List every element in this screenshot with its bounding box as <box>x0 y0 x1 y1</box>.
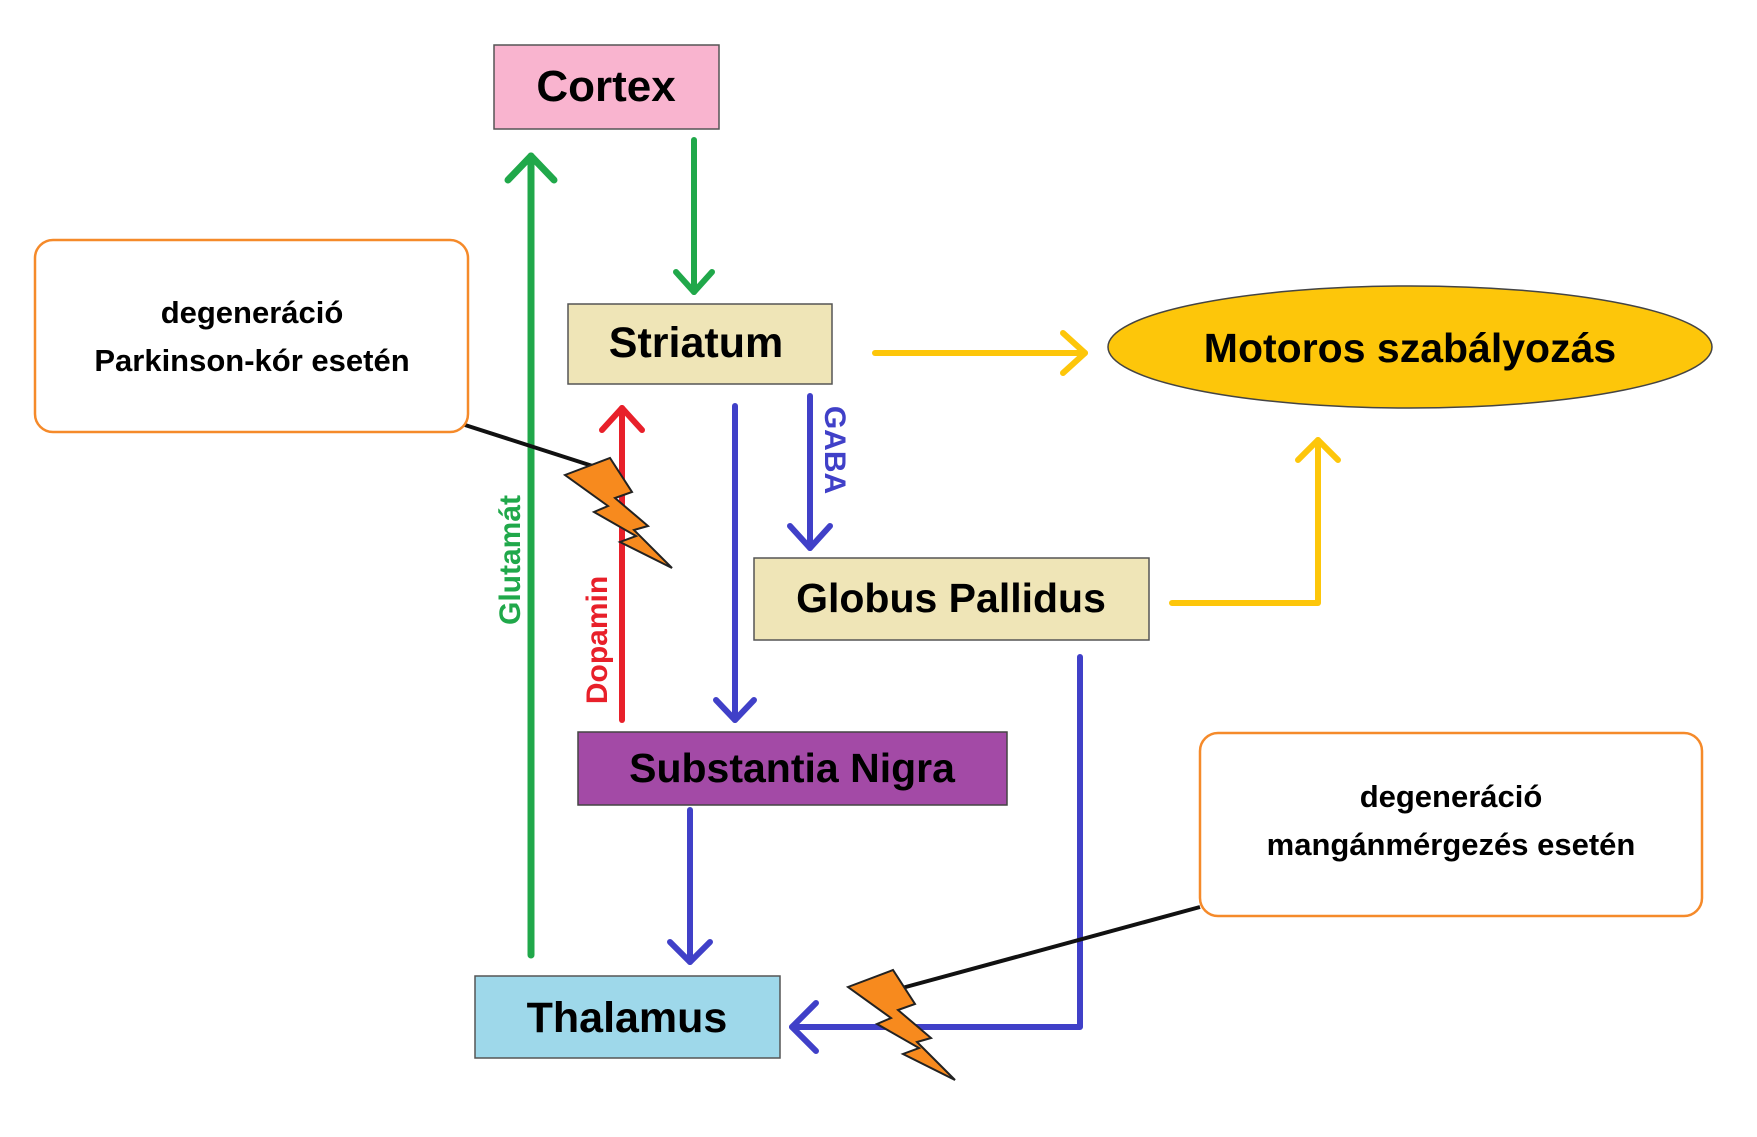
svg-text:mangánmérgezés esetén: mangánmérgezés esetén <box>1267 827 1636 862</box>
node-substantia-nigra: Substantia Nigra <box>577 731 1008 806</box>
arrow-cortex-to-striatum <box>673 137 715 295</box>
label-dopamine: Dopamin <box>581 576 614 704</box>
node-striatum: Striatum <box>567 303 833 385</box>
svg-text:Globus Pallidus: Globus Pallidus <box>796 575 1106 621</box>
svg-text:degeneráció: degeneráció <box>1360 779 1543 814</box>
svg-text:Thalamus: Thalamus <box>527 994 728 1042</box>
lightning-icon-parkinson <box>562 456 673 569</box>
arrow-striatum-to-substantia-nigra <box>713 403 757 723</box>
arrow-striatum-to-motor-control <box>872 330 1088 376</box>
svg-text:Cortex: Cortex <box>536 62 676 111</box>
node-motor-control: Motoros szabályozás <box>1107 285 1713 409</box>
node-globus-pallidus: Globus Pallidus <box>753 557 1150 641</box>
svg-text:Motoros szabályozás: Motoros szabályozás <box>1204 325 1616 371</box>
label-gaba: GABA <box>818 406 851 494</box>
connector-parkinson <box>464 423 606 472</box>
label-glutamate: Glutamát <box>494 495 527 625</box>
svg-text:Striatum: Striatum <box>609 319 783 367</box>
note-parkinson: degeneráció Parkinson-kór esetén <box>33 238 470 434</box>
node-thalamus: Thalamus <box>474 975 781 1059</box>
svg-text:Substantia Nigra: Substantia Nigra <box>629 745 956 791</box>
arrow-globus-pallidus-to-motor-control <box>1169 437 1341 606</box>
arrow-globus-pallidus-to-thalamus <box>789 654 1083 1054</box>
arrow-thalamus-to-cortex <box>504 152 558 959</box>
arrow-substantia-nigra-to-striatum <box>599 405 645 723</box>
svg-text:Parkinson-kór esetén: Parkinson-kór esetén <box>94 343 409 378</box>
arrow-substantia-nigra-to-thalamus <box>667 807 713 965</box>
connector-manganese <box>901 905 1201 990</box>
arrow-striatum-to-globus-pallidus <box>787 393 833 551</box>
lightning-icon-manganese <box>845 968 956 1081</box>
svg-text:degeneráció: degeneráció <box>161 295 344 330</box>
note-manganese: degeneráció mangánmérgezés esetén <box>1198 731 1704 918</box>
node-cortex: Cortex <box>493 44 720 130</box>
